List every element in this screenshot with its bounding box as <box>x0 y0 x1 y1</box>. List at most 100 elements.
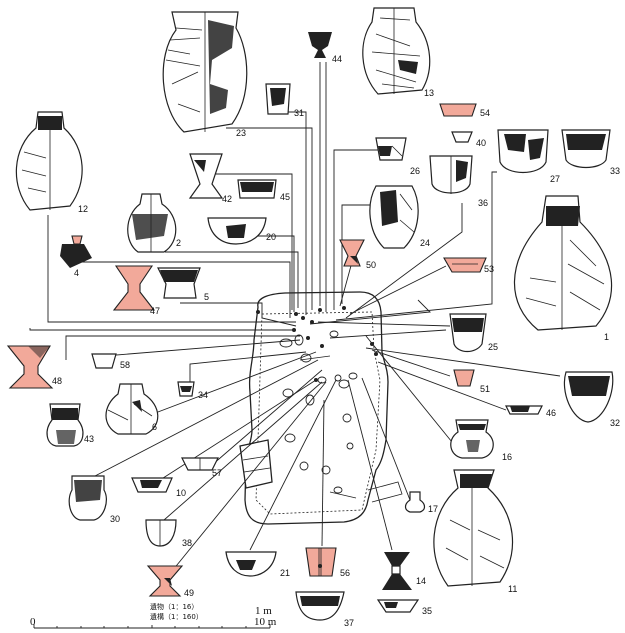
vessel-24 <box>369 185 419 249</box>
vessel-58 <box>91 353 117 369</box>
vessel-31 <box>265 83 291 115</box>
label-53: 53 <box>484 264 494 274</box>
label-43: 43 <box>84 434 94 444</box>
vessel-46 <box>505 405 543 415</box>
vessel-47 <box>112 265 156 311</box>
vessel-6 <box>105 383 159 435</box>
vessel-44 <box>308 32 332 58</box>
vessel-1 <box>513 195 613 331</box>
label-54: 54 <box>480 108 490 118</box>
vessel-37 <box>295 591 345 621</box>
label-20: 20 <box>266 232 276 242</box>
vessel-57 <box>181 457 219 471</box>
label-23: 23 <box>236 128 246 138</box>
vessel-36 <box>429 155 473 194</box>
label-12: 12 <box>78 204 88 214</box>
vessel-14 <box>382 552 412 590</box>
vessel-45 <box>237 179 277 199</box>
vessel-23 <box>162 11 248 133</box>
label-30: 30 <box>110 514 120 524</box>
label-16: 16 <box>502 452 512 462</box>
label-40: 40 <box>476 138 486 148</box>
vessel-10 <box>131 477 173 493</box>
label-51: 51 <box>480 384 490 394</box>
label-58: 58 <box>120 360 130 370</box>
label-17: 17 <box>428 504 438 514</box>
vessel-33 <box>561 129 611 169</box>
vessel-17 <box>404 491 426 513</box>
label-5: 5 <box>204 292 209 302</box>
vessel-32 <box>563 371 614 423</box>
label-35: 35 <box>422 606 432 616</box>
label-26: 26 <box>410 166 420 176</box>
vessel-38 <box>145 519 177 547</box>
scale-ticks <box>33 624 271 628</box>
label-2: 2 <box>176 238 181 248</box>
label-32: 32 <box>610 418 620 428</box>
label-34: 34 <box>198 390 208 400</box>
label-21: 21 <box>280 568 290 578</box>
pit-feature-plan <box>239 291 403 525</box>
vessel-16 <box>450 419 494 459</box>
label-10: 10 <box>176 488 186 498</box>
vessel-13 <box>362 7 431 95</box>
label-57: 57 <box>212 468 222 478</box>
vessel-21 <box>225 551 277 577</box>
label-38: 38 <box>182 538 192 548</box>
vessel-50 <box>339 239 365 267</box>
vessel-20 <box>207 217 267 245</box>
scale-label-artifacts: 遺物（1：16） <box>150 602 198 611</box>
vessel-5 <box>157 267 201 299</box>
label-11: 11 <box>508 584 517 594</box>
label-37: 37 <box>344 618 354 628</box>
label-6: 6 <box>152 422 157 432</box>
scale-end-10m: 10 m <box>254 616 277 628</box>
vessel-54 <box>439 103 477 117</box>
label-13: 13 <box>424 88 434 98</box>
vessel-25 <box>449 313 487 353</box>
scale-end-1m: 1 m <box>255 605 272 617</box>
vessel-48 <box>6 345 54 389</box>
label-4: 4 <box>74 268 79 278</box>
vessel-26 <box>375 137 407 161</box>
vessel-number-labels: 1 2 4 5 6 10 11 12 13 14 16 17 20 21 23 … <box>52 54 620 628</box>
label-1: 1 <box>604 332 609 342</box>
label-44: 44 <box>332 54 342 64</box>
vessel-56 <box>305 547 337 577</box>
label-47: 47 <box>150 306 160 316</box>
vessel-30 <box>68 475 107 521</box>
leader-lines <box>29 62 561 577</box>
label-33: 33 <box>610 166 620 176</box>
vessel-53 <box>443 257 487 273</box>
vessel-42 <box>188 153 224 199</box>
vessel-34 <box>177 381 195 397</box>
label-25: 25 <box>488 342 498 352</box>
vessel-12 <box>15 111 83 211</box>
vessel-4 <box>60 235 92 268</box>
scale-start-0: 0 <box>30 616 36 628</box>
label-42: 42 <box>222 194 232 204</box>
vessel-51 <box>453 369 475 387</box>
vessel-43 <box>46 403 84 447</box>
vessel-49 <box>146 565 184 597</box>
label-14: 14 <box>416 576 426 586</box>
label-31: 31 <box>294 108 304 118</box>
scale-label-features: 遺構（1：160） <box>150 612 203 621</box>
label-36: 36 <box>478 198 488 208</box>
vessel-40 <box>451 131 473 143</box>
label-49: 49 <box>184 588 194 598</box>
label-50: 50 <box>366 260 376 270</box>
label-24: 24 <box>420 238 430 248</box>
label-48: 48 <box>52 376 62 386</box>
vessel-2 <box>127 193 177 253</box>
label-27: 27 <box>550 174 560 184</box>
vessel-11 <box>433 469 513 587</box>
vessel-27 <box>497 129 549 173</box>
label-56: 56 <box>340 568 350 578</box>
scale-bar: 遺物（1：16） 遺構（1：160） 1 m 10 m 0 <box>30 602 277 629</box>
label-45: 45 <box>280 192 290 202</box>
label-46: 46 <box>546 408 556 418</box>
vessel-35 <box>376 599 420 613</box>
